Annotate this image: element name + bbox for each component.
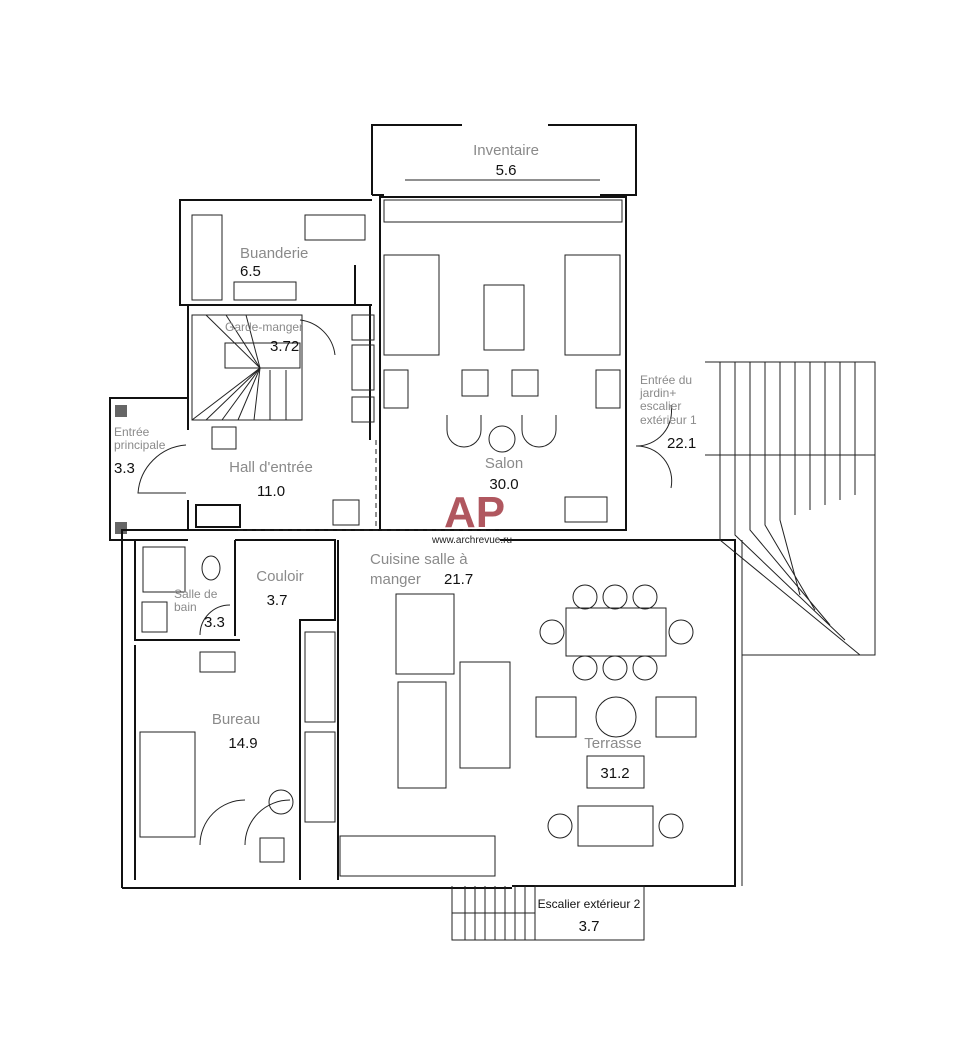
terrace-table <box>565 607 667 657</box>
kitchen-counter <box>339 835 496 877</box>
room-area-couloir: 3.7 <box>267 592 288 609</box>
laundry-bench <box>233 281 297 301</box>
room-name-entree: principale <box>114 438 166 452</box>
cabinet <box>351 344 375 391</box>
room-name-entree: Entrée <box>114 425 150 439</box>
room-name-bureau: Bureau <box>212 711 260 728</box>
coffee-table <box>595 696 637 738</box>
exterior-stair-1 <box>705 361 876 656</box>
salon-window <box>383 199 623 223</box>
room-area-sdb: 3.3 <box>204 614 225 631</box>
bureau-door[interactable] <box>199 799 291 846</box>
dining-table <box>395 593 455 675</box>
room-name-inventaire: Inventaire <box>473 142 539 159</box>
watermark: AP www.archrevue.ru <box>431 488 512 546</box>
room-name-cuisine: Cuisine salle à <box>370 551 468 568</box>
pantry-door[interactable] <box>299 319 336 356</box>
hall-bench <box>195 504 241 528</box>
lounge-chair <box>655 696 697 738</box>
room-area-hall: 11.0 <box>257 483 285 500</box>
room-name-jardin: extérieur 1 <box>640 413 697 427</box>
round-table <box>488 425 516 453</box>
terrace-area-frame <box>586 755 645 789</box>
lamp <box>268 789 294 815</box>
room-name-couloir: Couloir <box>256 568 304 585</box>
watermark-logo: AP <box>444 488 505 537</box>
kitchen-island <box>397 681 447 789</box>
room-area-escalier-2: 3.7 <box>579 918 600 935</box>
room-area-garde-manger: 3.72 <box>270 338 299 355</box>
inner-walls <box>134 539 336 880</box>
armchair <box>521 415 557 448</box>
side-table <box>383 369 409 409</box>
shower <box>142 546 186 593</box>
room-name-jardin: escalier <box>640 399 681 413</box>
sofa <box>564 254 621 356</box>
column-hatch <box>115 405 127 417</box>
sink <box>141 601 168 633</box>
room-area-buanderie: 6.5 <box>240 263 261 280</box>
room-area-terrasse: 31.2 <box>600 765 629 782</box>
sofa <box>383 254 440 356</box>
pouf <box>511 369 539 397</box>
room-name-sdb: bain <box>174 600 197 614</box>
room-area-inventaire: 5.6 <box>496 162 517 179</box>
tv-unit <box>564 496 608 523</box>
stair-walls <box>187 304 371 440</box>
side-table <box>595 369 621 409</box>
room-name-jardin: Entrée du <box>640 373 692 387</box>
room-labels: Inventaire 5.6 Buanderie 6.5 Garde-mange… <box>114 142 697 935</box>
exterior-stair-2 <box>451 885 645 941</box>
room-name-escalier-2: Escalier extérieur 2 <box>538 897 641 911</box>
chair <box>259 837 285 863</box>
room-name-terrasse: Terrasse <box>584 735 642 752</box>
coffee-table <box>483 284 525 351</box>
kitchen-counter <box>304 731 336 823</box>
room-name-hall: Hall d'entrée <box>229 459 313 476</box>
room-area-entree: 3.3 <box>114 460 135 477</box>
inventaire-walls <box>371 124 637 196</box>
chair <box>351 314 375 341</box>
room-area-jardin: 22.1 <box>667 435 696 452</box>
main-door[interactable] <box>137 444 187 494</box>
room-name-cuisine: manger <box>370 571 421 588</box>
sofa <box>139 731 196 838</box>
room-area-cuisine: 21.7 <box>444 571 473 588</box>
lounge-chair <box>535 696 577 738</box>
armchair <box>446 415 482 448</box>
room-name-salon: Salon <box>485 455 523 472</box>
chair <box>351 396 375 423</box>
terrace-table <box>577 805 654 847</box>
laundry-counter <box>191 214 223 301</box>
staircase <box>191 314 303 421</box>
kitchen-bar <box>459 661 511 769</box>
room-area-salon: 30.0 <box>489 476 518 493</box>
watermark-url: www.archrevue.ru <box>431 535 512 546</box>
entry-walls <box>109 397 188 541</box>
bath-door[interactable] <box>199 604 231 636</box>
laundry-shelf <box>304 214 366 241</box>
desk-item <box>199 651 236 673</box>
terrace-edge <box>500 539 736 887</box>
room-name-garde-manger: Garde-manger <box>225 320 303 334</box>
room-name-buanderie: Buanderie <box>240 245 308 262</box>
hall-box <box>211 426 237 450</box>
hall-box <box>332 499 360 526</box>
kitchen-counter <box>304 631 336 723</box>
garden-door[interactable] <box>635 404 673 489</box>
toilet <box>201 555 221 581</box>
pouf <box>461 369 489 397</box>
room-name-jardin: jardin+ <box>639 386 676 400</box>
walls <box>109 124 876 941</box>
room-name-sdb: Salle de <box>174 587 218 601</box>
room-area-bureau: 14.9 <box>228 735 257 752</box>
